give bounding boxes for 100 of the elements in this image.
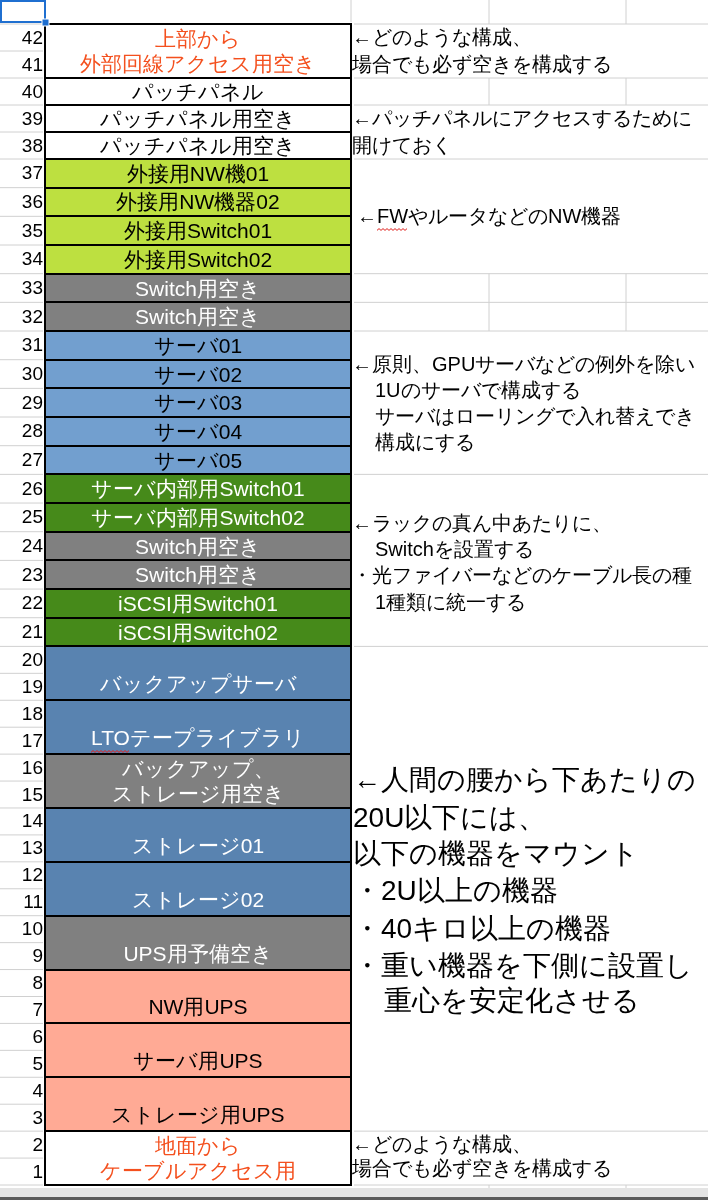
slot-label: パッチパネル用空き: [100, 134, 296, 157]
slot-label: バックアップ、: [121, 756, 275, 782]
slot-label: サーバ01: [153, 333, 243, 357]
rack-slot: [44, 860, 352, 917]
rack-slot: [44, 914, 352, 971]
rack-slot: [44, 244, 352, 275]
note-text: 開けておく: [352, 135, 452, 157]
rack-slot: [44, 387, 352, 418]
row-number: 28: [21, 421, 43, 442]
rack-slot: [44, 502, 352, 533]
rack-slot: [44, 1130, 352, 1186]
slot-label: Switch用空き: [135, 534, 261, 558]
row-number: 8: [32, 972, 43, 994]
slot-label: Switch用空き: [135, 276, 261, 300]
rack-slot: [44, 1076, 352, 1133]
rack-slot: [44, 131, 352, 160]
note-text: サーバはローリングで入れ替えでき: [375, 406, 695, 428]
note-text: ←人間の腰から下あたりの: [353, 764, 696, 796]
row-number: 19: [21, 676, 43, 698]
slot-label: サーバ内部用Switch01: [91, 477, 305, 501]
note-text: ・重い機器を下側に設置し: [353, 950, 693, 982]
rack-slot: [44, 77, 352, 106]
row-number: 7: [32, 999, 43, 1021]
note-text: ←パッチパネルにアクセスするために: [352, 108, 692, 130]
row-number: 40: [21, 81, 43, 102]
row-number: 3: [32, 1107, 43, 1128]
slot-label: ストレージ02: [131, 887, 265, 911]
slot-label: 外接用Switch01: [123, 219, 273, 243]
slot-label: サーバ05: [153, 448, 243, 472]
rack-slot: [44, 699, 352, 756]
row-number: 39: [21, 108, 43, 129]
row-number: 37: [21, 163, 43, 184]
slot-label: ケーブルアクセス用: [100, 1158, 296, 1184]
note-text: ←FWやルータなどのNW機器: [357, 206, 622, 228]
slot-label: ストレージ用UPS: [111, 1103, 285, 1127]
row-number: 35: [21, 220, 43, 241]
rack-slot: [44, 330, 352, 361]
row-number: 42: [21, 27, 43, 48]
row-number: 26: [21, 478, 43, 499]
slot-label: Switch用空き: [135, 305, 261, 329]
note-text: 構成にする: [375, 432, 475, 454]
row-number: 32: [21, 306, 43, 327]
row-number: 30: [21, 363, 43, 385]
rack-slot: [44, 968, 352, 1025]
row-number: 41: [21, 54, 43, 75]
note-text: 重心を安定化させる: [384, 985, 640, 1017]
slot-label: サーバ内部用Switch02: [91, 505, 305, 529]
note-text: 以下の機器をマウント: [353, 838, 639, 870]
slot-label: ストレージ用空き: [111, 781, 285, 807]
row-number: 20: [21, 649, 43, 671]
row-number: 16: [21, 757, 43, 778]
rack-slot: [44, 645, 352, 702]
row-number: 21: [21, 621, 43, 643]
rack-slot: [44, 158, 352, 189]
row-number: 29: [21, 392, 43, 413]
row-number: 5: [32, 1053, 43, 1075]
slot-label: UPS用予備空き: [123, 941, 273, 965]
rack-slot: [44, 753, 352, 809]
slot-label: 外接用NW機01: [126, 161, 270, 185]
note-text: 場合でも必ず空きを構成する: [352, 1158, 612, 1180]
slot-label: NW用UPS: [148, 995, 248, 1019]
row-number: 31: [21, 335, 43, 356]
row-number: 18: [21, 703, 43, 724]
note-text: Switchを設置する: [375, 539, 534, 561]
row-number: 34: [21, 249, 43, 270]
row-number: 17: [21, 730, 43, 751]
note-text: ←原則、GPUサーバなどの例外を除い: [352, 354, 696, 376]
slot-label: サーバ02: [153, 362, 243, 386]
note-text: 場合でも必ず空きを構成する: [352, 53, 612, 76]
row-number: 27: [21, 449, 43, 471]
rack-slot: [44, 559, 352, 591]
row-number: 4: [32, 1080, 43, 1101]
slot-label: Switch用空き: [135, 563, 261, 587]
row-number: 6: [32, 1026, 43, 1048]
rack-slot: [44, 104, 352, 133]
row-number: 10: [21, 918, 43, 940]
slot-label: バックアップサーバ: [99, 672, 297, 696]
slot-label: サーバ03: [153, 391, 243, 415]
slot-label: サーバ04: [153, 419, 243, 443]
row-number: 2: [32, 1134, 43, 1155]
row-number: 12: [21, 865, 43, 886]
row-number: 38: [21, 135, 43, 156]
slot-label: パッチパネル: [132, 80, 264, 103]
rack-slot: [44, 215, 352, 246]
rack-slot: [44, 1022, 352, 1079]
rack-slot: [44, 588, 352, 619]
row-number: 36: [21, 191, 43, 213]
slot-label: LTOテープライブラリ: [91, 726, 305, 750]
slot-label: 上部から: [155, 26, 241, 51]
rack-slot: [44, 806, 352, 863]
row-number: 1: [32, 1161, 43, 1182]
row-number: 14: [21, 811, 43, 832]
row-number: 11: [23, 892, 43, 913]
slot-label: パッチパネル用空き: [100, 107, 296, 130]
note-text: ←ラックの真ん中あたりに、: [352, 513, 612, 535]
row-number: 13: [21, 838, 43, 859]
slot-label: 外接用NW機器02: [116, 190, 280, 214]
slot-label: 地面から: [155, 1133, 241, 1159]
row-number: 15: [21, 784, 43, 805]
slot-label: iSCSI用Switch02: [118, 620, 278, 644]
